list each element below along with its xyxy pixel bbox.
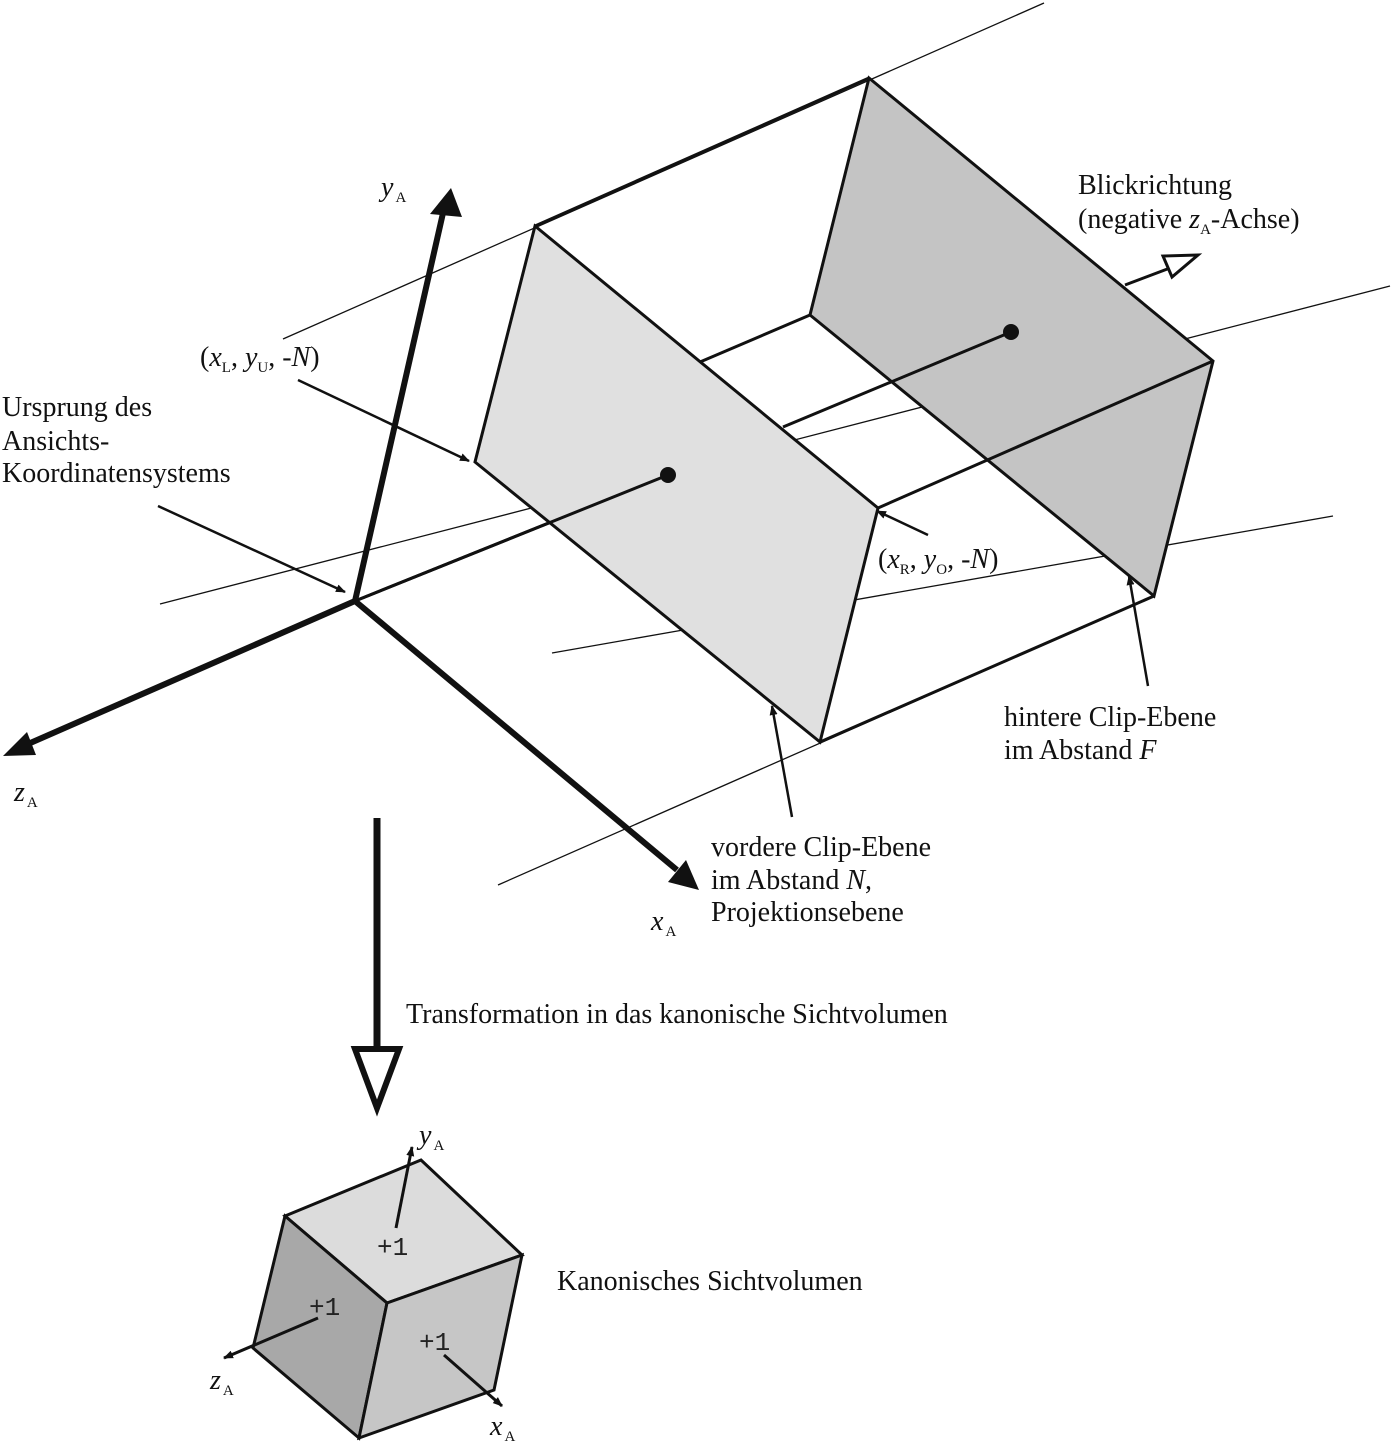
cube-right-value: +1 bbox=[419, 1328, 450, 1358]
front-clip-label-line2: im Abstand N, bbox=[711, 865, 872, 896]
axis-z-arrowhead bbox=[3, 732, 36, 756]
frustum-edge-bottom bbox=[819, 594, 1155, 744]
pointer-arrows bbox=[157, 378, 1150, 818]
front-clip-pointer-arrow bbox=[769, 705, 794, 818]
transformation-label: Transformation in das kanonische Sichtvo… bbox=[406, 999, 948, 1030]
back-plane-center-dot bbox=[1003, 324, 1019, 340]
frustum-edge-inner bbox=[699, 313, 811, 364]
front-plane-center-dot bbox=[660, 467, 676, 483]
origin-label-line3: Koordinatensystems bbox=[2, 458, 231, 489]
axis-y-arrowhead bbox=[430, 188, 462, 217]
cube-x-axis bbox=[443, 1353, 503, 1408]
transformation-arrow bbox=[350, 818, 404, 1117]
axis-x-arrowhead bbox=[668, 860, 699, 890]
back-clip-pointer-arrow bbox=[1126, 575, 1150, 687]
canonical-volume-label: Kanonisches Sichtvolumen bbox=[557, 1266, 863, 1297]
cube-z-axis bbox=[223, 1316, 319, 1360]
frustum-edge-right bbox=[877, 359, 1214, 510]
origin-pointer-arrow bbox=[157, 504, 346, 594]
origin-label-line2: Ansichts- bbox=[2, 426, 109, 457]
front-clip-label-line1: vordere Clip-Ebene bbox=[711, 832, 931, 863]
axis-y bbox=[352, 188, 462, 602]
view-direction-arrow bbox=[1124, 253, 1203, 287]
corner-lu-label: (xL, yU, -N) bbox=[200, 342, 320, 376]
view-axis-front-part bbox=[354, 473, 669, 603]
axis-z bbox=[3, 598, 357, 756]
guide-line-top bbox=[282, 2, 1045, 340]
corner-lu-pointer-arrow bbox=[297, 378, 470, 463]
front-clip-label-line3: Projektionsebene bbox=[711, 897, 904, 928]
frustum-edges bbox=[534, 76, 1214, 744]
frustum-edge-top bbox=[534, 76, 870, 228]
origin-label-line1: Ursprung des bbox=[2, 392, 152, 423]
front-clip-plane bbox=[473, 223, 880, 745]
axis-x bbox=[353, 598, 699, 890]
cube-top-value: +1 bbox=[377, 1233, 408, 1263]
cube-right-face bbox=[356, 1252, 525, 1441]
back-clip-label-line2: im Abstand F bbox=[1004, 735, 1157, 766]
back-clip-label-line1: hintere Clip-Ebene bbox=[1004, 702, 1216, 733]
cube-left-value: +1 bbox=[309, 1293, 340, 1323]
view-direction-label-line1: Blickrichtung bbox=[1078, 170, 1232, 201]
view-direction-label-line2: (negative zA-Achse) bbox=[1078, 204, 1300, 238]
canonical-cube bbox=[223, 1146, 525, 1441]
corner-ro-pointer-arrow bbox=[876, 509, 929, 537]
corner-ro-label: (xR, yO, -N) bbox=[878, 544, 998, 578]
cube-y-axis bbox=[394, 1146, 415, 1229]
